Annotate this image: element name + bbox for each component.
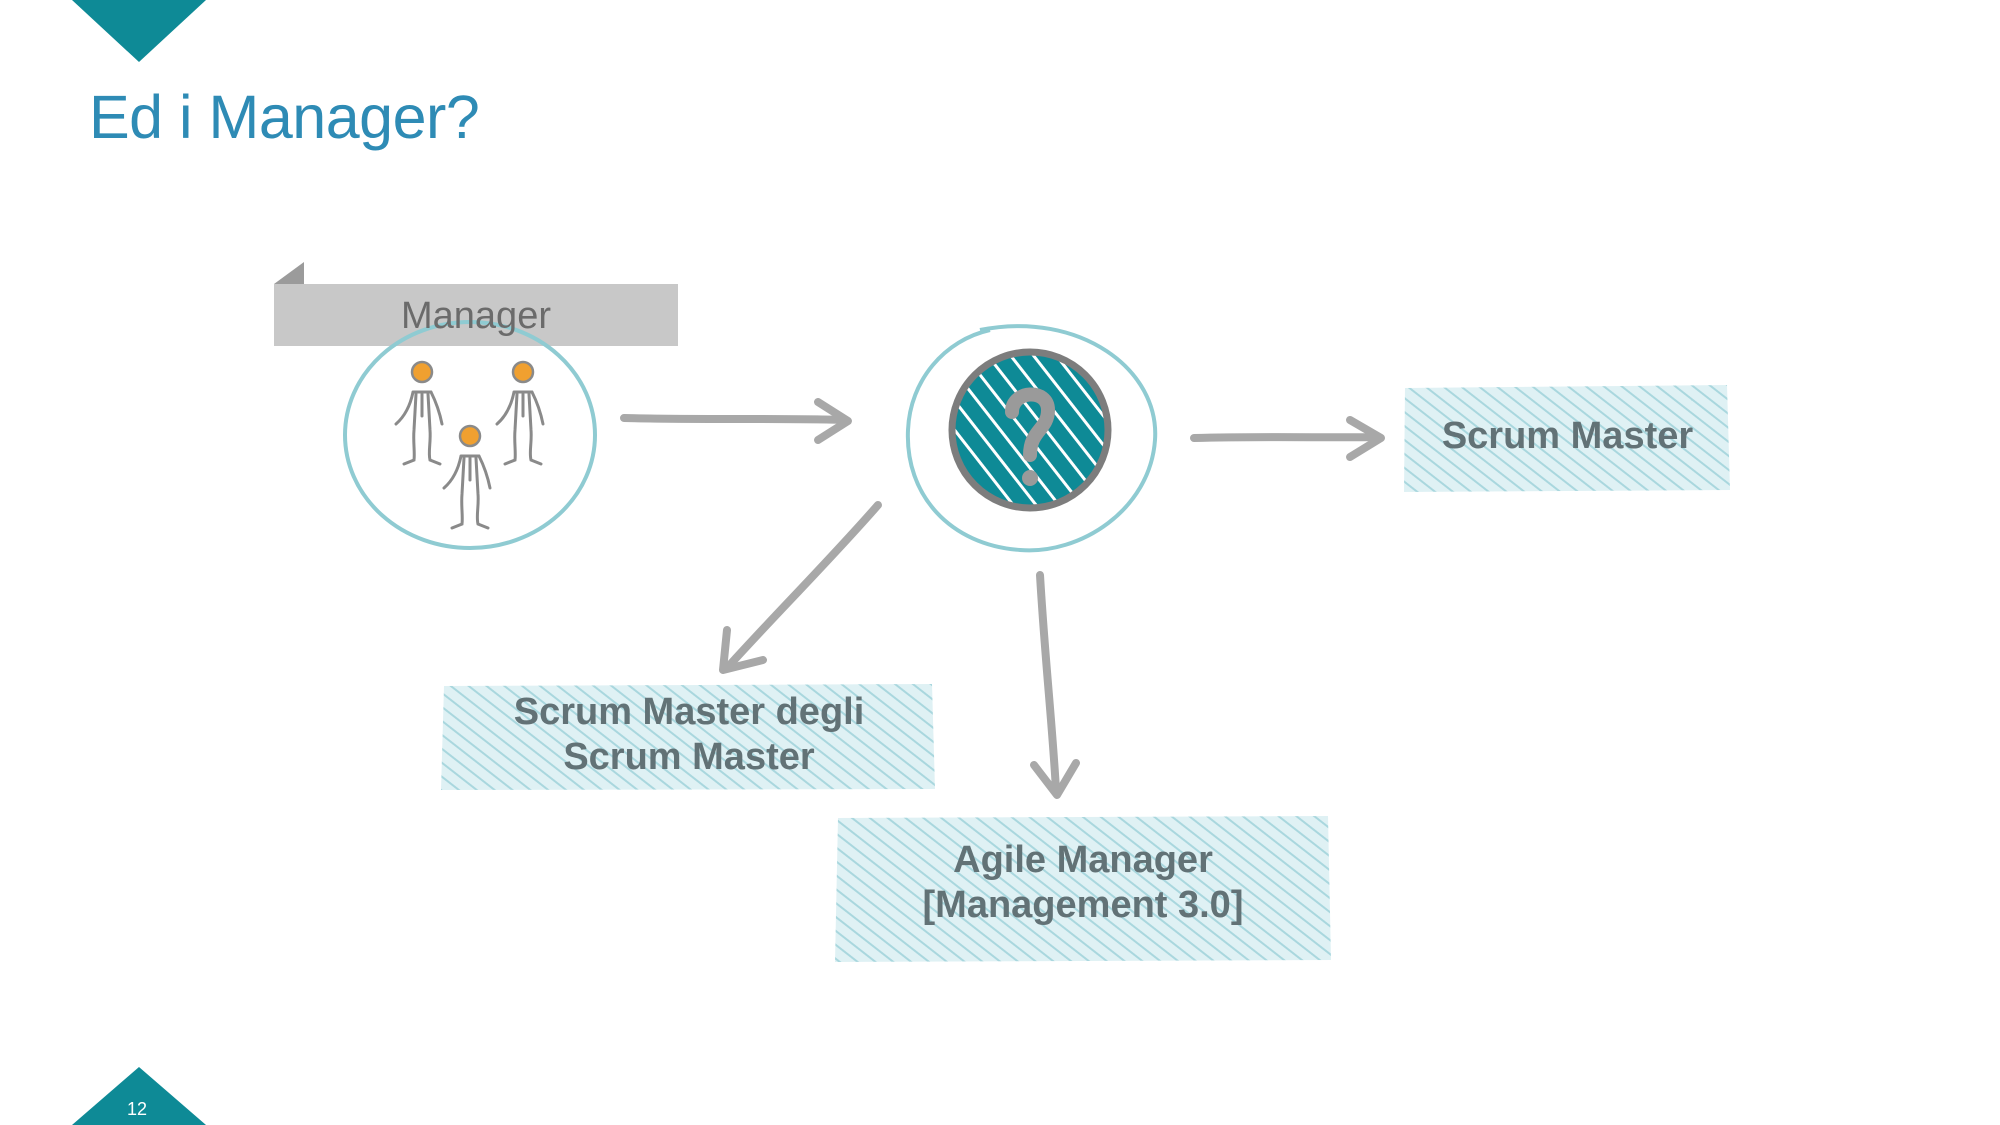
scrum-of-scrums-line-2: Scrum Master (563, 736, 815, 778)
page-number: 12 (127, 1099, 148, 1119)
scrum-of-scrums-box (441, 684, 935, 790)
arrow-to-question (620, 398, 852, 444)
question-circle (905, 324, 1158, 553)
manager-person-icon (442, 424, 492, 530)
manager-person-icon (495, 360, 545, 466)
scrum-of-scrums-label: Scrum Master degli Scrum Master (444, 690, 934, 780)
scrum-master-label: Scrum Master (1405, 414, 1730, 459)
agile-manager-box (835, 816, 1331, 962)
page-number-triangle (72, 1067, 206, 1125)
scrum-of-scrums-line-1: Scrum Master degli (513, 691, 865, 733)
arrow-to-scrum-of-scrums (719, 501, 882, 674)
arrow-to-agile-manager (1030, 571, 1080, 799)
agile-manager-label: Agile Manager [Management 3.0] (838, 838, 1328, 928)
manager-ribbon (274, 262, 678, 346)
scrum-master-text: Scrum Master (1441, 415, 1694, 457)
manager-label: Manager (401, 295, 551, 337)
agile-manager-line-1: Agile Manager (953, 839, 1213, 881)
agile-manager-line-2: [Management 3.0] (922, 884, 1244, 926)
manager-person-icon (394, 360, 444, 466)
arrow-to-scrum-master (1190, 416, 1385, 461)
question-mark-icon (948, 348, 1112, 512)
slide-title: Ed i Manager? (89, 83, 480, 151)
scrum-master-box (1404, 385, 1730, 492)
top-corner-triangle (72, 0, 206, 62)
managers-group-circle (343, 320, 597, 550)
